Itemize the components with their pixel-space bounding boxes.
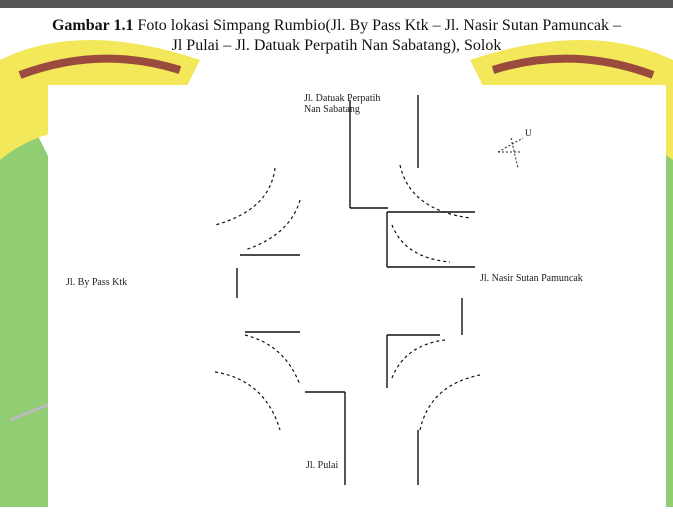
figure-caption: Gambar 1.1 Foto lokasi Simpang Rumbio(Jl… <box>0 16 673 56</box>
north-label: U <box>525 128 532 138</box>
caption-line-1: Gambar 1.1 Foto lokasi Simpang Rumbio(Jl… <box>0 16 673 36</box>
north-arrow: U <box>493 128 533 175</box>
intersection-lines <box>214 95 481 485</box>
corner-curve <box>214 167 276 226</box>
corner-curve <box>419 374 481 431</box>
road-label-west: Jl. By Pass Ktk <box>66 277 128 288</box>
corner-curve <box>391 224 451 263</box>
road-label-south: Jl. Pulai <box>306 460 339 471</box>
corner-curve <box>214 371 281 431</box>
north-arrow-icon <box>497 137 524 169</box>
caption-text: Foto lokasi Simpang Rumbio(Jl. By Pass K… <box>133 17 622 34</box>
corner-curve <box>244 334 301 386</box>
road-label-north-line-1: Jl. Datuak Perpatih <box>304 93 381 104</box>
road-label-east: Jl. Nasir Sutan Pamuncak <box>480 273 583 284</box>
road-label-north-line-2: Nan Sabatang <box>304 104 360 115</box>
corner-curve <box>391 339 446 379</box>
corner-curve <box>399 164 471 219</box>
road-label-north: Jl. Datuak Perpatih Nan Sabatang <box>304 93 380 115</box>
caption-label: Gambar 1.1 <box>51 17 134 34</box>
intersection-diagram: Jl. Datuak Perpatih Nan Sabatang Jl. By … <box>48 85 666 507</box>
caption-line-2: Jl Pulai – Jl. Datuak Perpatih Nan Sabat… <box>171 37 502 54</box>
corner-curve <box>244 199 301 251</box>
